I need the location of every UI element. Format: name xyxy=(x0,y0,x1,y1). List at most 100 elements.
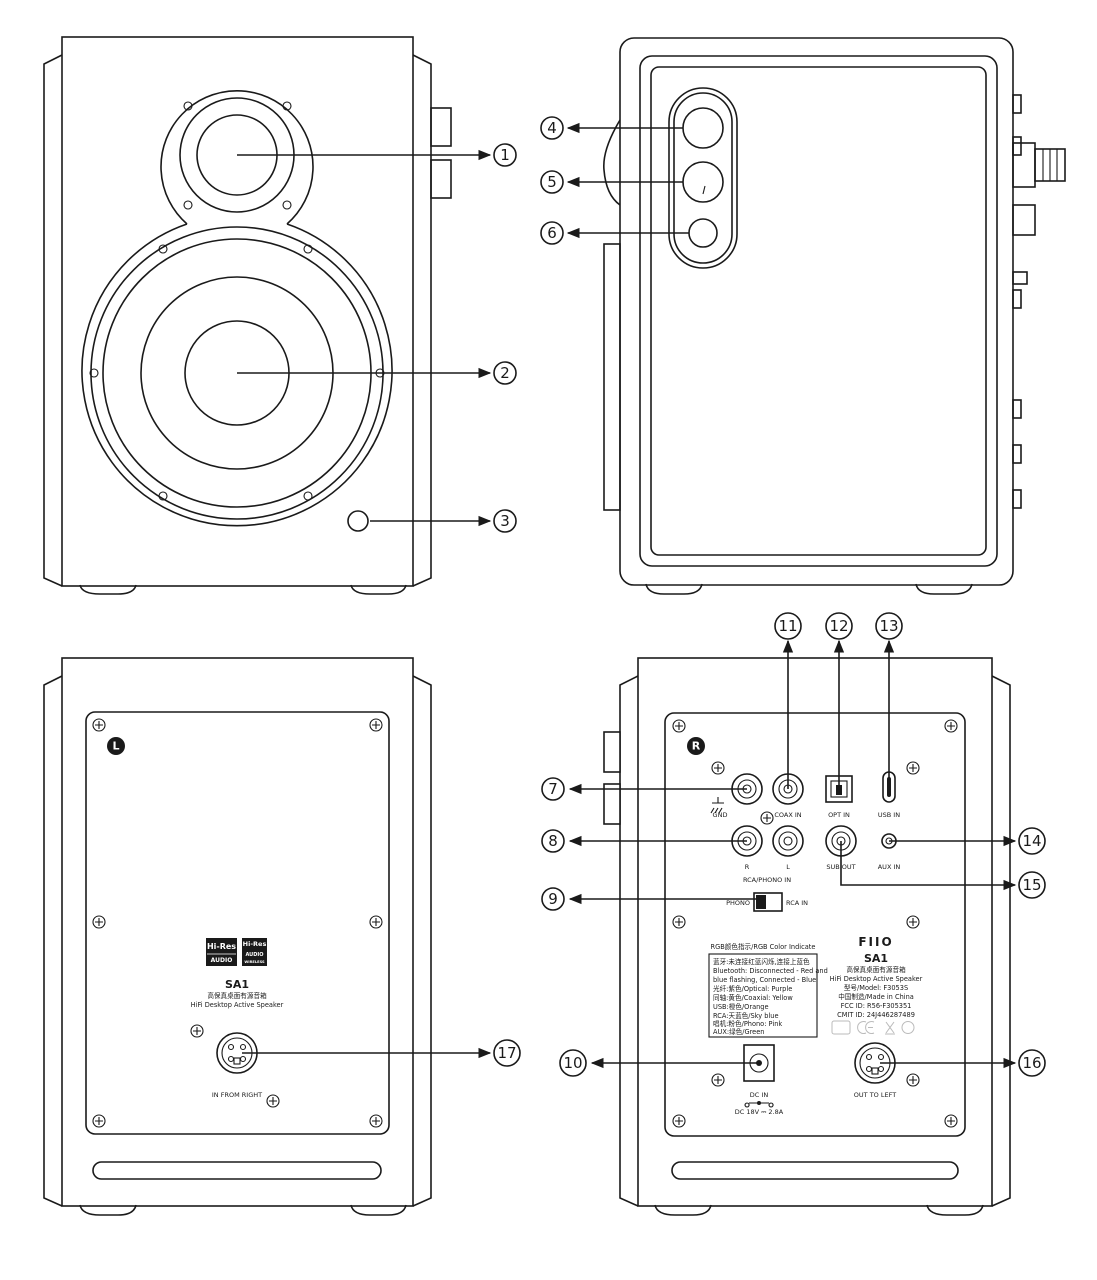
callout-4-number: 4 xyxy=(547,119,557,137)
rgb-title: RGB颜色指示/RGB Color Indicate xyxy=(711,942,816,951)
rgb-line: Bluetooth: Disconnected - Red and xyxy=(713,967,828,975)
cabinet-right-edge xyxy=(991,675,1011,1207)
side-view xyxy=(566,37,1066,595)
side-strip xyxy=(603,243,621,511)
gnd-label: GND xyxy=(713,811,728,819)
bass-port xyxy=(671,1161,959,1180)
callout-14-number: 14 xyxy=(1022,832,1041,850)
rgb-indicator-box xyxy=(708,953,818,1038)
screw xyxy=(282,200,292,210)
headphone-jack[interactable] xyxy=(688,218,718,248)
recycle-icon xyxy=(901,1021,915,1034)
left-back-view: L Hi-Res AUDIO Hi-Res AUDIO WIRELESS SA1… xyxy=(43,657,492,1216)
callout-7-number: 7 xyxy=(548,780,558,798)
switch-title: RCA/PHONO IN xyxy=(743,876,791,884)
cabinet-right-edge xyxy=(412,54,432,587)
hires-wireless-bottom: WIRELESS xyxy=(244,960,265,964)
volume-knob[interactable] xyxy=(682,107,724,149)
foot xyxy=(926,1204,984,1216)
fcc-icon xyxy=(831,1020,851,1035)
rca-l-label: L xyxy=(786,863,790,871)
coax-in-label: COAX IN xyxy=(774,811,801,819)
callout-16: 16 xyxy=(1018,1049,1046,1077)
product-name-en: HiFi Desktop Active Speaker xyxy=(191,1001,284,1009)
side-cabinet xyxy=(619,37,1014,586)
figure-eight-frame-top xyxy=(160,90,314,225)
callout-8: 8 xyxy=(541,829,565,853)
callout-8-number: 8 xyxy=(548,832,558,850)
info-line: HiFi Desktop Active Speaker xyxy=(830,975,923,983)
callout-5-number: 5 xyxy=(547,173,557,191)
cabinet-left-edge xyxy=(619,675,639,1207)
foot xyxy=(350,1204,407,1216)
foot xyxy=(654,1204,712,1216)
callout-17: 17 xyxy=(493,1039,521,1067)
foot xyxy=(79,1204,137,1216)
info-line: 高保真桌面有源音箱 xyxy=(846,965,906,974)
rca-left-input[interactable] xyxy=(772,825,804,857)
right-back-cabinet xyxy=(637,657,993,1207)
weee-icon xyxy=(885,1021,895,1035)
cabinet-right-edge xyxy=(412,675,432,1207)
rgb-line: 唱机:粉色/Phono: Pink xyxy=(713,1019,782,1028)
callout-6-number: 6 xyxy=(547,224,557,242)
switch-phono-label: PHONO xyxy=(726,899,750,907)
plate-screws xyxy=(92,718,383,1128)
certification-icons xyxy=(831,1020,915,1035)
left-back-cabinet xyxy=(61,657,414,1207)
dc-in-label: DC IN xyxy=(750,1091,769,1099)
callout-6: 6 xyxy=(540,221,564,245)
rgb-line: blue flashing, Connected - Blue xyxy=(713,976,816,984)
figure-eight-frame-bottom xyxy=(81,223,393,527)
arrow-15 xyxy=(840,841,1017,891)
callout-15-number: 15 xyxy=(1022,876,1041,894)
brand-logo: FIIO xyxy=(858,935,893,949)
callout-4: 4 xyxy=(540,116,564,140)
foot xyxy=(915,583,973,595)
callout-12: 12 xyxy=(825,612,853,640)
screw xyxy=(89,368,99,378)
hires-wireless-mid: AUDIO xyxy=(245,952,263,958)
info-lines: 高保真桌面有源音箱 HiFi Desktop Active Speaker 型号… xyxy=(830,965,923,1019)
connector xyxy=(1012,289,1022,309)
callout-3-number: 3 xyxy=(500,512,510,530)
info-line: CMIT ID: 24J446287489 xyxy=(837,1011,915,1019)
callout-1-number: 1 xyxy=(500,146,510,164)
callout-2-number: 2 xyxy=(500,364,510,382)
connector xyxy=(1012,399,1022,419)
side-knob xyxy=(603,783,621,825)
screw xyxy=(158,491,168,501)
model-name: SA1 xyxy=(864,952,888,965)
hires-wireless-logo xyxy=(242,938,267,966)
callout-13-number: 13 xyxy=(879,617,898,635)
callout-10-number: 10 xyxy=(563,1054,582,1072)
out-to-left-label: OUT TO LEFT xyxy=(854,1091,896,1099)
dc-spec-label: DC 18V ⎓ 2.8A xyxy=(735,1108,784,1116)
front-view xyxy=(43,36,492,595)
opt-in-label: OPT IN xyxy=(828,811,850,819)
aux-in-label: AUX IN xyxy=(878,863,901,871)
connector xyxy=(1012,136,1022,156)
connector xyxy=(1012,444,1022,464)
front-cabinet xyxy=(61,36,414,587)
side-panel-outer xyxy=(639,55,998,567)
rca-phono-switch[interactable] xyxy=(753,892,783,912)
ce-icon xyxy=(857,1021,867,1034)
info-line: FCC ID: R56-F305351 xyxy=(841,1002,912,1010)
hires-logo-top: Hi-Res xyxy=(207,942,236,951)
callout-11-number: 11 xyxy=(778,617,797,635)
rgb-line: 蓝牙:未连接红蓝闪烁,连接上蓝色 xyxy=(713,957,810,966)
ir-sensor xyxy=(347,510,369,532)
side-knob xyxy=(603,731,621,773)
callout-15: 15 xyxy=(1018,871,1046,899)
right-back-view: R GND COAX IN OPT IN USB IN R L xyxy=(568,639,1017,1216)
rca-r-label: R xyxy=(745,863,750,871)
foot xyxy=(79,584,137,595)
plate-screws xyxy=(672,719,958,1128)
input-knob[interactable] xyxy=(682,161,724,203)
info-line: 中国制造/Made in China xyxy=(838,992,914,1001)
right-badge-letter: R xyxy=(692,740,701,753)
callout-2: 2 xyxy=(493,361,517,385)
rgb-line: USB:橙色/Orange xyxy=(713,1002,769,1011)
